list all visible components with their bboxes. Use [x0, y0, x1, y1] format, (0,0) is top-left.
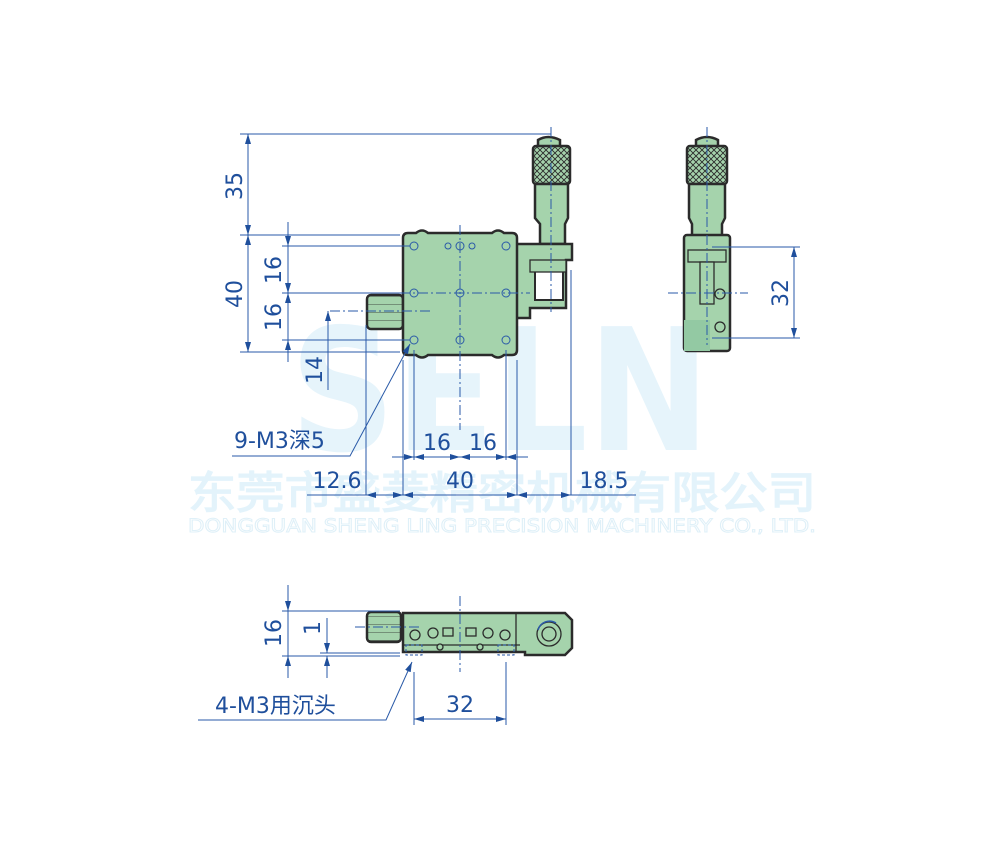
top-view: 35 40 16 16 14 16 16 12.6 40 18.5 9-M3深5 — [223, 127, 636, 498]
callout-9-m3: 9-M3深5 — [234, 429, 325, 454]
dim-40-vertical: 40 — [223, 280, 248, 308]
dim-18-5: 18.5 — [580, 469, 629, 494]
dim-16-front: 16 — [262, 619, 287, 647]
dim-32-front: 32 — [446, 693, 474, 718]
dim-35: 35 — [223, 172, 248, 200]
dim-16-x1: 16 — [423, 431, 451, 456]
dim-16-upper: 16 — [262, 256, 287, 284]
side-view: 32 — [668, 127, 800, 353]
lock-knob — [365, 293, 405, 331]
dim-16-x2: 16 — [469, 431, 497, 456]
dim-14: 14 — [303, 356, 328, 384]
dim-12-6: 12.6 — [313, 469, 362, 494]
callout-4-m3: 4-M3用沉头 — [215, 694, 336, 719]
dim-1-front: 1 — [301, 621, 326, 635]
dim-40-horizontal: 40 — [446, 469, 474, 494]
dim-32-side: 32 — [769, 279, 794, 307]
watermark-company-en: DONGGUAN SHENG LING PRECISION MACHINERY … — [188, 515, 816, 537]
front-view: 16 1 32 4-M3用沉头 — [198, 585, 574, 725]
watermark-company-cn: 东莞市盛菱精密机械有限公司 — [188, 468, 816, 519]
dim-16-lower: 16 — [262, 303, 287, 331]
